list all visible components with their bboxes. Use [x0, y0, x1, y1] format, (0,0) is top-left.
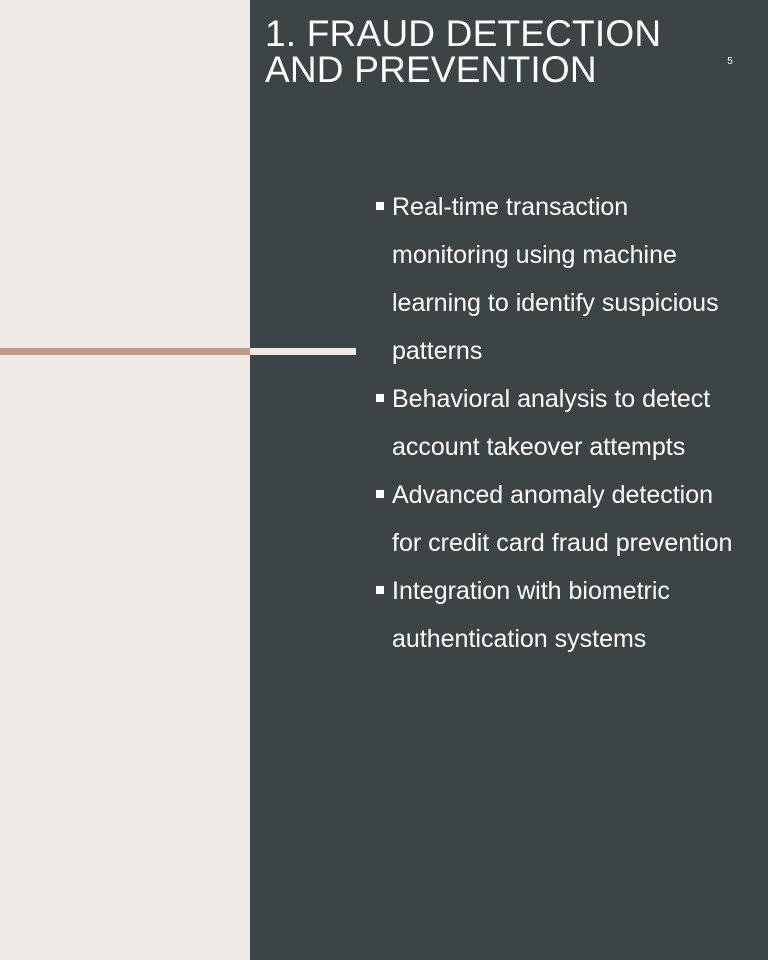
left-panel — [0, 0, 250, 960]
bullet-text: Advanced anomaly detection for credit ca… — [392, 481, 733, 557]
square-bullet-icon — [376, 490, 384, 498]
bullet-text: Behavioral analysis to detect account ta… — [392, 385, 711, 461]
square-bullet-icon — [376, 394, 384, 402]
bullet-list: Real-time transaction monitoring using m… — [374, 183, 744, 663]
square-bullet-icon — [376, 586, 384, 594]
bullet-item: Real-time transaction monitoring using m… — [374, 183, 744, 375]
accent-divider-left — [0, 348, 250, 355]
bullet-item: Behavioral analysis to detect account ta… — [374, 375, 744, 471]
bullet-text: Real-time transaction monitoring using m… — [392, 193, 719, 365]
accent-divider-right — [250, 348, 356, 355]
slide-title-line-1: 1. FRAUD DETECTION — [265, 13, 662, 54]
slide-page-number: 5 — [727, 56, 733, 67]
slide-title: 1. FRAUD DETECTION AND PREVENTION — [265, 13, 705, 90]
bullet-item: Advanced anomaly detection for credit ca… — [374, 471, 744, 567]
bullet-text: Integration with biometric authenticatio… — [392, 577, 670, 653]
content-panel — [250, 0, 768, 960]
slide-title-line-2: AND PREVENTION — [265, 49, 597, 90]
square-bullet-icon — [376, 202, 384, 210]
bullet-item: Integration with biometric authenticatio… — [374, 567, 744, 663]
